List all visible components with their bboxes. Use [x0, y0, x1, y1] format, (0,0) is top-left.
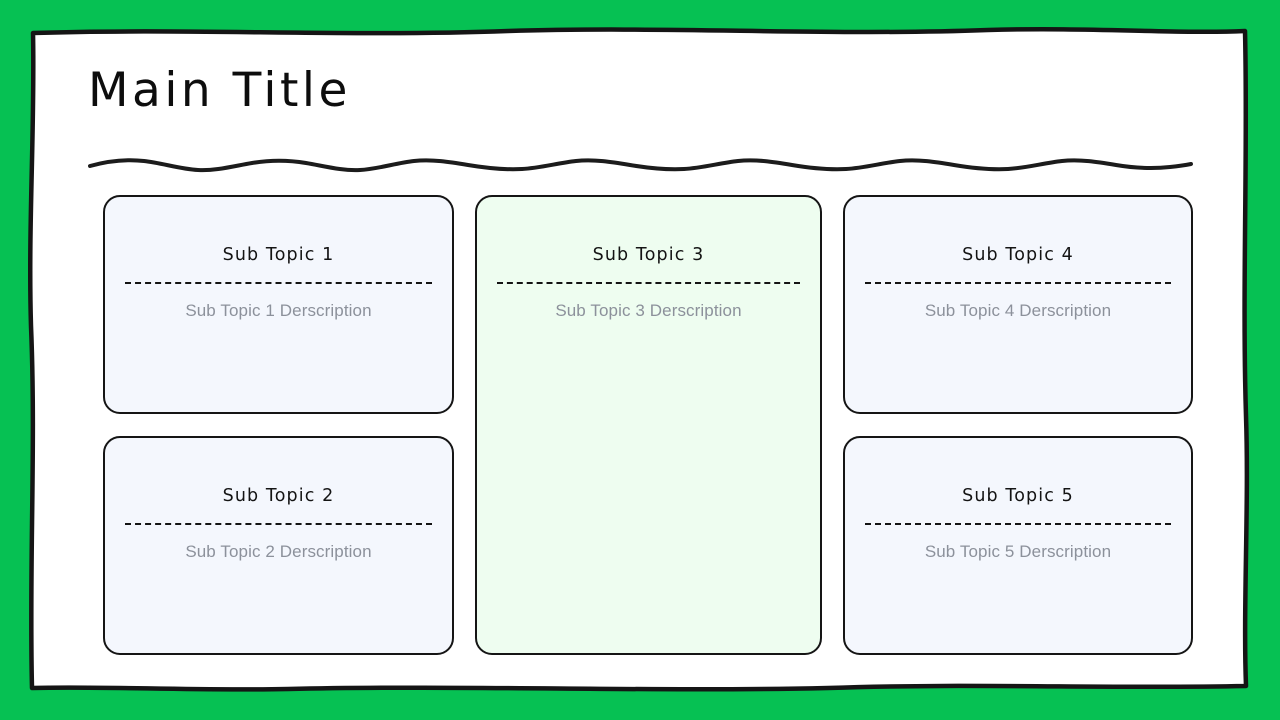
topic-card-5-title: Sub Topic 5	[962, 486, 1074, 506]
topic-card-5[interactable]: Sub Topic 5 Sub Topic 5 Derscription	[843, 436, 1193, 655]
topic-card-2-description: Sub Topic 2 Derscription	[185, 542, 372, 561]
topic-card-1-inner: Sub Topic 1 Sub Topic 1 Derscription	[123, 245, 434, 322]
topic-cards-grid: Sub Topic 1 Sub Topic 1 Derscription Sub…	[103, 195, 1193, 655]
topic-card-3-title: Sub Topic 3	[592, 245, 705, 265]
topic-card-3-inner: Sub Topic 3 Sub Topic 3 Derscription	[495, 245, 802, 322]
topic-card-2-inner: Sub Topic 2 Sub Topic 2 Derscription	[123, 486, 434, 563]
topic-card-5-divider	[865, 523, 1171, 525]
page-content: Main Title Sub Topic 1 Sub Topic 1 Dersc…	[28, 26, 1250, 692]
topic-card-3-divider	[497, 282, 800, 284]
topic-card-5-inner: Sub Topic 5 Sub Topic 5 Derscription	[863, 486, 1173, 563]
topic-card-1-description: Sub Topic 1 Derscription	[185, 301, 372, 320]
topic-card-4[interactable]: Sub Topic 4 Sub Topic 4 Derscription	[843, 195, 1193, 414]
topic-card-4-divider	[865, 282, 1171, 284]
topic-card-3-description: Sub Topic 3 Derscription	[555, 301, 742, 320]
topic-card-2-divider	[125, 523, 432, 525]
topic-card-2[interactable]: Sub Topic 2 Sub Topic 2 Derscription	[103, 436, 454, 655]
page-title: Main Title	[88, 63, 351, 118]
topic-card-5-description: Sub Topic 5 Derscription	[924, 542, 1112, 561]
topic-card-1-title: Sub Topic 1	[222, 245, 335, 265]
topic-card-4-title: Sub Topic 4	[962, 245, 1074, 265]
topic-card-4-inner: Sub Topic 4 Sub Topic 4 Derscription	[863, 245, 1173, 322]
title-wavy-divider	[88, 158, 1193, 173]
topic-card-3[interactable]: Sub Topic 3 Sub Topic 3 Derscription	[475, 195, 822, 655]
topic-card-1[interactable]: Sub Topic 1 Sub Topic 1 Derscription	[103, 195, 454, 414]
topic-card-1-divider	[125, 282, 432, 284]
paper-frame: Main Title Sub Topic 1 Sub Topic 1 Dersc…	[28, 26, 1250, 692]
topic-card-4-description: Sub Topic 4 Derscription	[924, 301, 1112, 320]
header-block: Main Title	[88, 63, 1198, 173]
topic-card-2-title: Sub Topic 2	[222, 486, 335, 506]
